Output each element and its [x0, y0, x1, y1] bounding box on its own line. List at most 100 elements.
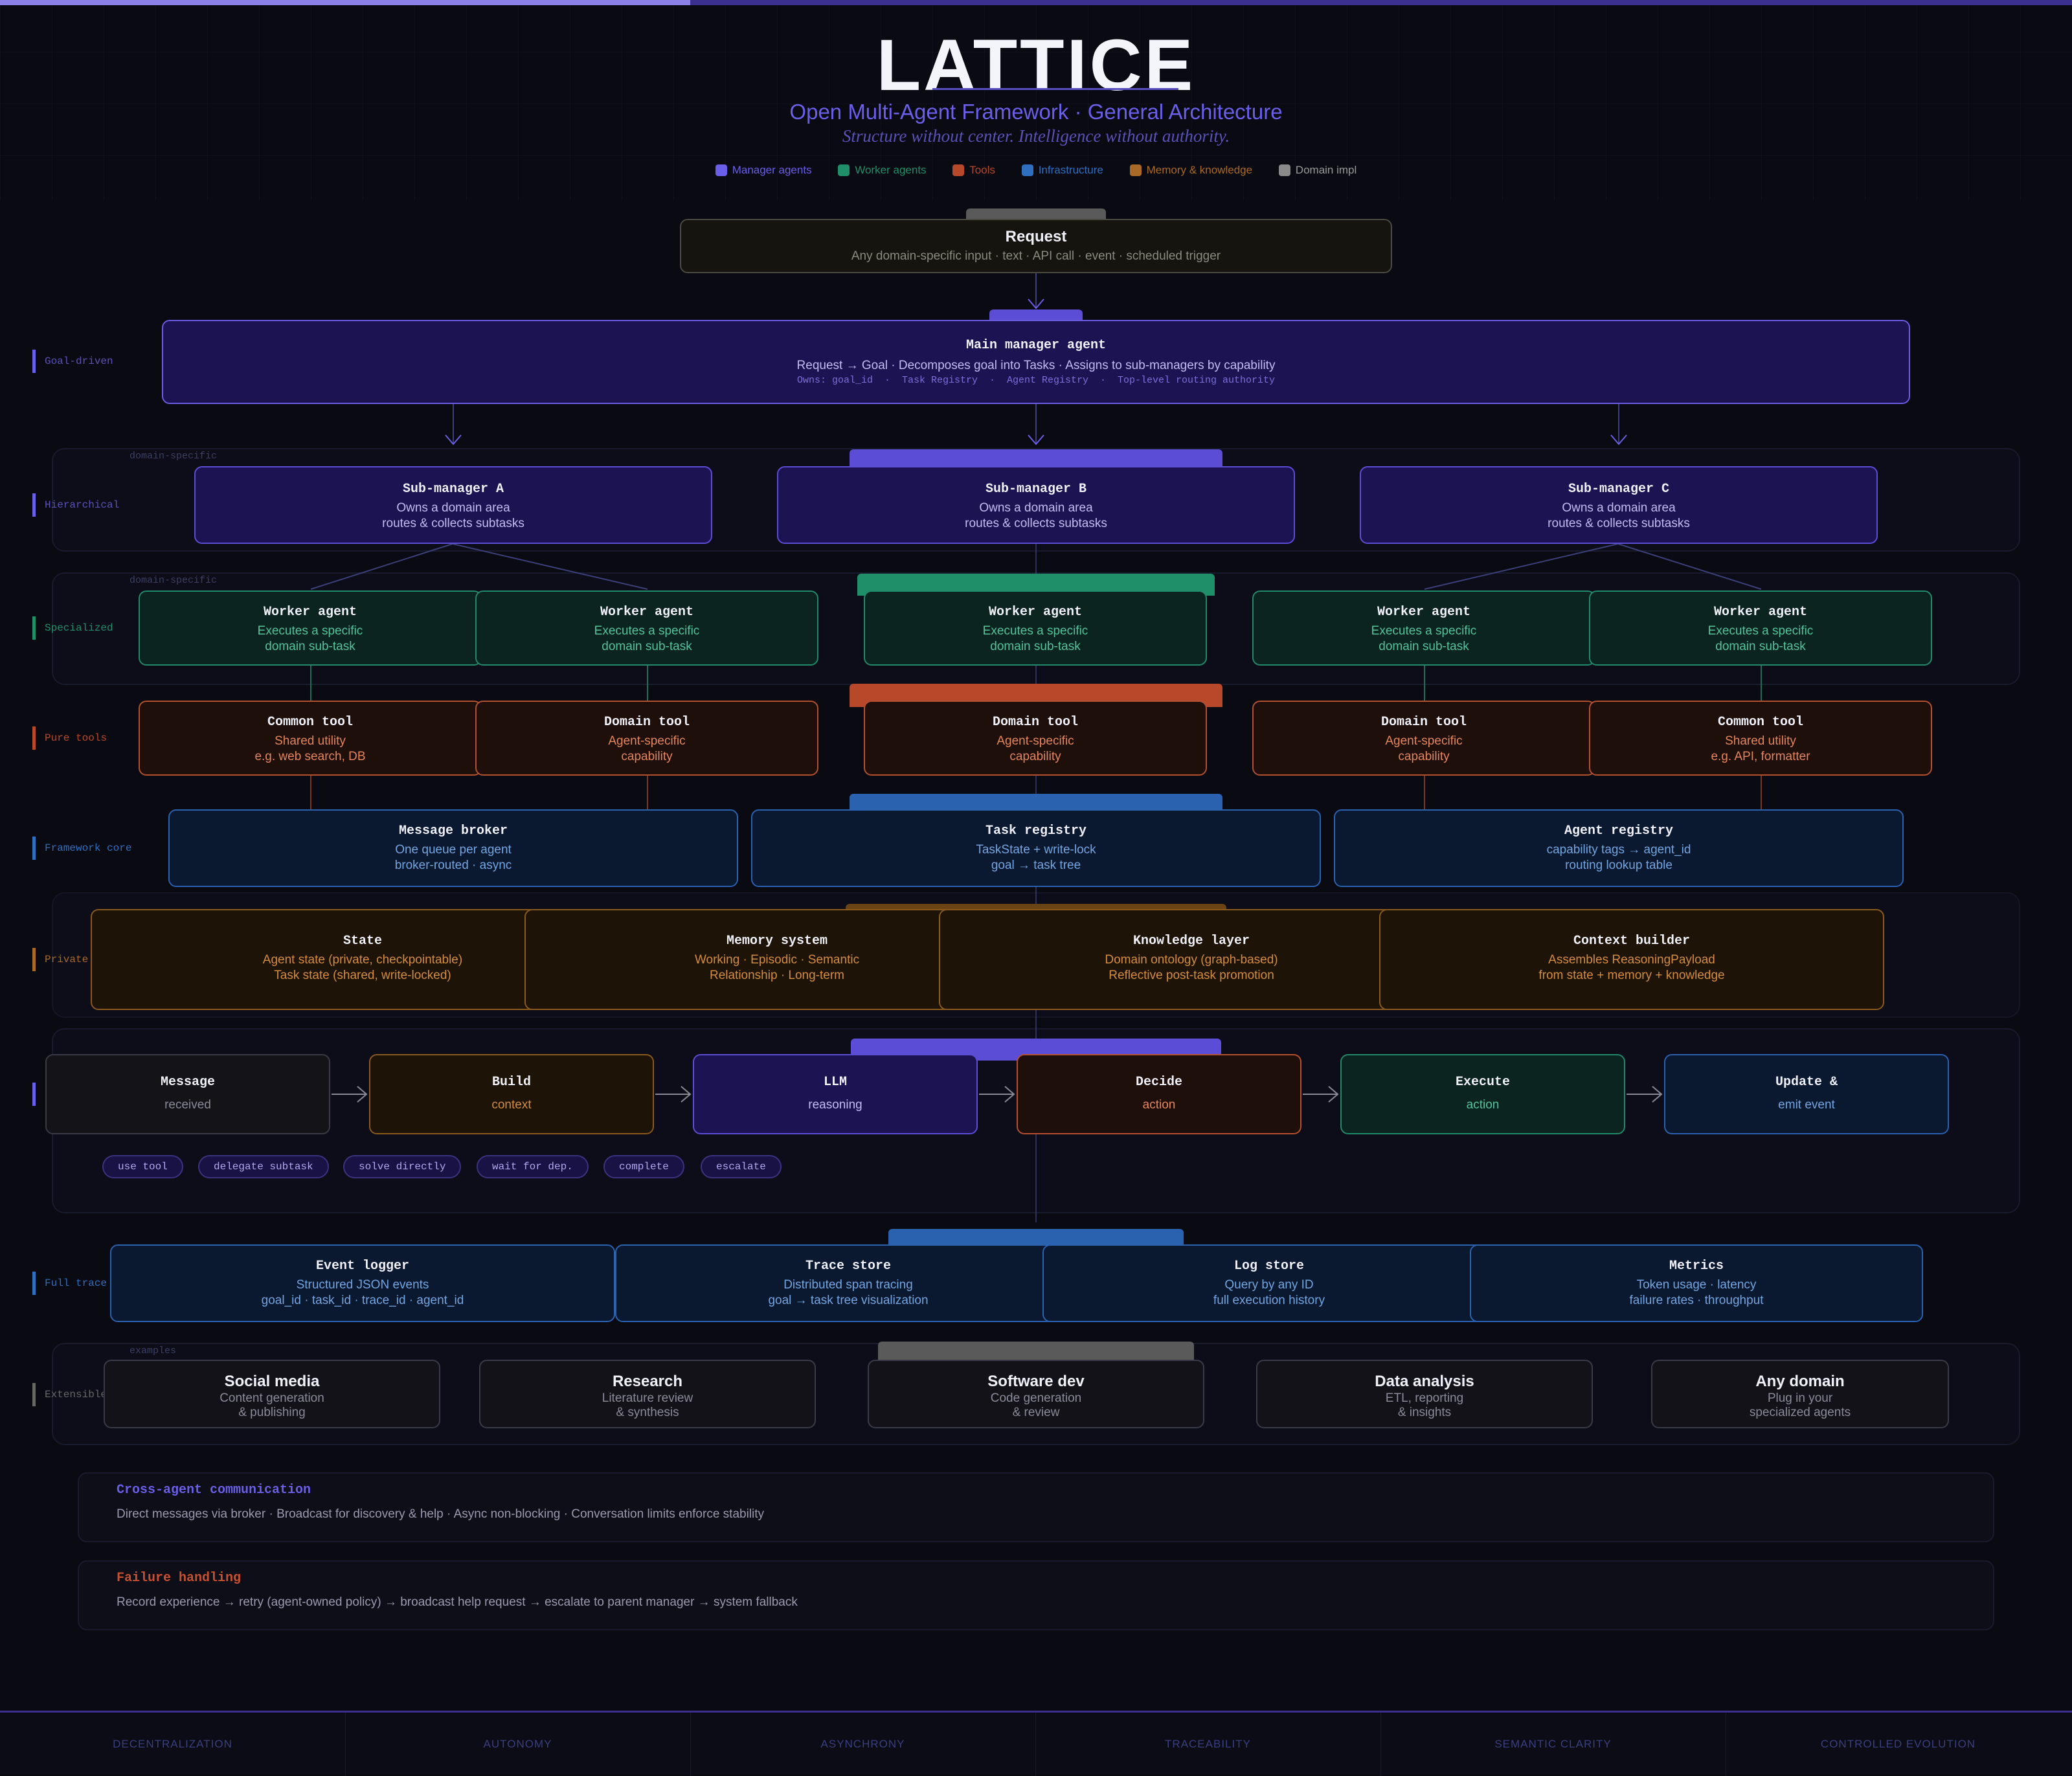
metrics: Metrics Token usage · latency failure ra… — [1470, 1244, 1923, 1322]
main-manager-owns: Owns: goal_id · Task Registry · Agent Re… — [796, 375, 1276, 386]
sub-manager-b: Sub-manager B Owns a domain area routes … — [777, 466, 1295, 544]
box-title: Software dev — [987, 1373, 1085, 1390]
box-title: Message broker — [398, 824, 508, 838]
box-title: Memory system — [726, 934, 828, 949]
legend-swatch — [1278, 164, 1290, 177]
legend-item-memory: Memory & knowledge — [1129, 164, 1252, 177]
box-title: Domain tool — [603, 715, 690, 730]
branch-line — [452, 543, 648, 590]
flow-arrow-head — [1328, 1086, 1339, 1103]
side-label-extensible: Extensible — [32, 1383, 107, 1406]
legend-item-tools: Tools — [952, 164, 995, 177]
common-tool-1: Common tool Shared utility e.g. web sear… — [139, 701, 482, 776]
request-box: Request Any domain-specific input · text… — [680, 219, 1392, 273]
connector — [1424, 776, 1425, 809]
box-line: action — [1466, 1098, 1500, 1112]
box-line: Relationship · Long-term — [709, 969, 845, 982]
legend-item-domain: Domain impl — [1278, 163, 1357, 177]
box-title: Sub-manager C — [1568, 482, 1670, 497]
flow-step-update: Update & emit event — [1664, 1054, 1949, 1134]
title-underline — [932, 88, 1178, 90]
action-pill-use-tool: use tool — [102, 1155, 183, 1178]
main-manager-tab — [989, 309, 1083, 321]
box-line: routes & collects subtasks — [382, 517, 524, 530]
box-line: Content generation — [220, 1391, 324, 1405]
box-line: routes & collects subtasks — [1548, 517, 1690, 530]
box-title: Worker agent — [1377, 605, 1471, 620]
box-title: Worker agent — [600, 605, 694, 620]
background-grid — [0, 0, 2072, 201]
note-failure-title: Failure handling — [117, 1571, 242, 1586]
legend-swatch — [952, 164, 965, 177]
legend-label: Manager agents — [732, 163, 812, 176]
box-line: domain sub-task — [265, 640, 355, 653]
branch-line — [310, 543, 453, 590]
box-line: capability — [1009, 750, 1061, 763]
note-communication-desc: Direct messages via broker · Broadcast f… — [117, 1507, 765, 1521]
box-line: Owns a domain area — [979, 501, 1093, 515]
domain-research: Research Literature review & synthesis — [479, 1360, 816, 1428]
domain-data-analysis: Data analysis ETL, reporting & insights — [1256, 1360, 1593, 1428]
legend-label: Worker agents — [855, 163, 927, 176]
flow-arrow-head — [1652, 1086, 1663, 1103]
box-title: LLM — [823, 1075, 847, 1090]
box-line: Code generation — [990, 1391, 1082, 1405]
arrow-head — [1028, 298, 1044, 309]
sub-manager-c: Sub-manager C Owns a domain area routes … — [1360, 466, 1878, 544]
band-label: domain-specific — [130, 451, 218, 462]
page-subtitle: Open Multi-Agent Framework · General Arc… — [789, 100, 1283, 124]
main-manager-title: Main manager agent — [965, 338, 1107, 353]
flow-arrow-head — [357, 1086, 368, 1103]
box-line: Agent-specific — [1385, 734, 1463, 748]
main-manager-box: Main manager agent Request → Goal · Deco… — [162, 320, 1910, 404]
box-title: Research — [612, 1373, 683, 1390]
box-line: routes & collects subtasks — [965, 517, 1107, 530]
page-tagline: Structure without center. Intelligence w… — [842, 126, 1230, 146]
box-line: goal → task tree visualization — [768, 1294, 929, 1307]
box-title: Decide — [1135, 1075, 1182, 1090]
box-title: Build — [491, 1075, 531, 1090]
box-title: Common tool — [1717, 715, 1804, 730]
top-progress-bar — [0, 0, 2072, 5]
box-title: Sub-manager A — [402, 482, 504, 497]
legend-item-worker: Worker agents — [838, 163, 927, 177]
box-title: Domain tool — [992, 715, 1079, 730]
task-registry: Task registry TaskState + write-lock goa… — [751, 809, 1321, 887]
box-line: received — [164, 1098, 211, 1112]
connector — [647, 776, 648, 809]
box-line: Owns a domain area — [1562, 501, 1676, 515]
box-title: Knowledge layer — [1132, 934, 1250, 949]
trace-tab — [888, 1229, 1184, 1247]
box-title: Worker agent — [988, 605, 1083, 620]
box-line: broker-routed · async — [394, 859, 512, 872]
box-title: Data analysis — [1375, 1373, 1474, 1390]
box-title: Any domain — [1755, 1373, 1845, 1390]
agent-registry: Agent registry capability tags → agent_i… — [1334, 809, 1904, 887]
connector — [1035, 272, 1037, 308]
connector — [1618, 403, 1619, 444]
flow-step-decide: Decide action — [1017, 1054, 1301, 1134]
action-pill-escalate: escalate — [701, 1155, 782, 1178]
box-title: Execute — [1455, 1075, 1510, 1090]
box-title: Message — [160, 1075, 215, 1090]
connector — [647, 664, 648, 702]
worker-agent-5: Worker agent Executes a specific domain … — [1589, 590, 1932, 666]
note-communication: Cross-agent communication Direct message… — [78, 1472, 1994, 1542]
worker-agent-4: Worker agent Executes a specific domain … — [1252, 590, 1595, 666]
legend-label: Tools — [969, 163, 995, 176]
worker-agent-3: Worker agent Executes a specific domain … — [864, 590, 1207, 666]
domain-software-dev: Software dev Code generation & review — [868, 1360, 1204, 1428]
box-line: Owns a domain area — [396, 501, 510, 515]
principle-item: AUTONOMY — [345, 1713, 691, 1776]
box-line: specialized agents — [1749, 1406, 1851, 1419]
action-pill-solve: solve directly — [343, 1155, 462, 1178]
legend-label: Domain impl — [1295, 163, 1357, 176]
arrow-head — [445, 434, 462, 445]
box-title: Metrics — [1669, 1259, 1724, 1274]
box-title: Trace store — [805, 1259, 892, 1274]
flow-step-message: Message received — [45, 1054, 330, 1134]
connector — [1424, 664, 1425, 702]
box-title: Log store — [1233, 1259, 1305, 1274]
box-line: domain sub-task — [990, 640, 1081, 653]
